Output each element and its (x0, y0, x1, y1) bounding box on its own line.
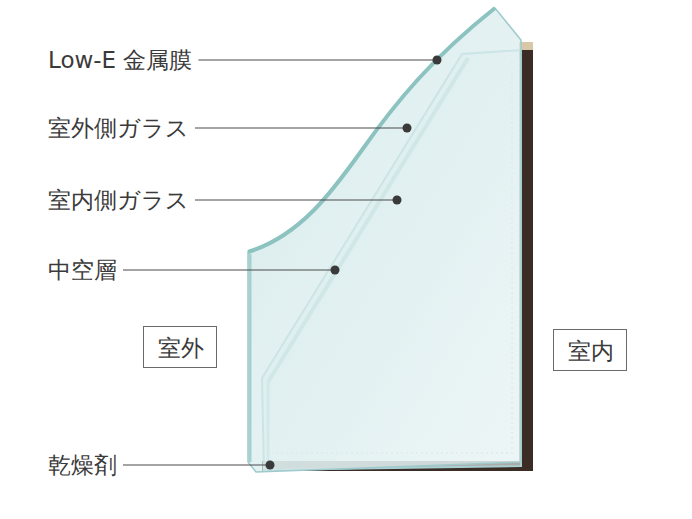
leader-line (123, 269, 335, 270)
outer-glass-edge (249, 254, 252, 462)
side-label: 室内 (568, 336, 612, 366)
outer-glass-edge (248, 8, 495, 252)
leader-dot (403, 124, 412, 133)
leader-line (195, 199, 397, 200)
leader-line (123, 464, 270, 465)
part-label: 室外側ガラス (48, 113, 189, 143)
side-box: 室外 (143, 326, 217, 368)
leader-line (195, 127, 407, 128)
part-label: 室内側ガラス (48, 185, 189, 215)
leader-dot (331, 266, 340, 275)
leader-dot (433, 56, 442, 65)
side-box: 室内 (553, 329, 627, 371)
part-label: 乾燥剤 (48, 450, 117, 480)
part-label: Low-E 金属膜 (48, 45, 192, 75)
part-label: 中空層 (48, 255, 117, 285)
leader-dot (266, 461, 275, 470)
side-label: 室外 (158, 333, 202, 363)
leader-dot (393, 196, 402, 205)
leader-line (198, 59, 437, 60)
outer-glass (248, 8, 521, 472)
